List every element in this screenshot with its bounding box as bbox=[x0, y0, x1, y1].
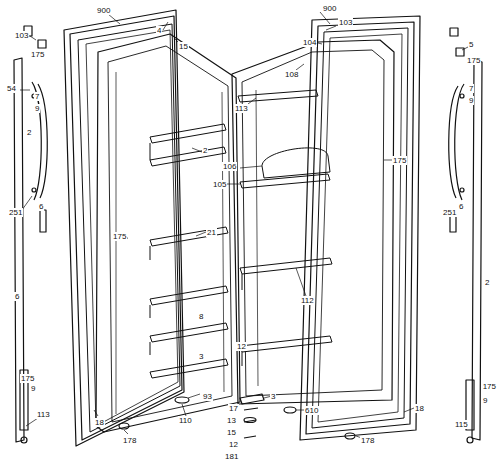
callout-number: 610 bbox=[304, 406, 319, 415]
callout-number: 104 bbox=[302, 38, 317, 47]
callout-number: 93 bbox=[202, 392, 213, 401]
callout-number: 113 bbox=[234, 104, 249, 113]
callout-number: 900 bbox=[322, 4, 337, 13]
callout-number: 17 bbox=[228, 404, 239, 413]
callout-number: 112 bbox=[300, 296, 315, 305]
callout-number: 3 bbox=[198, 352, 204, 361]
callout-number: 105 bbox=[212, 180, 227, 189]
callout-number: 12 bbox=[236, 342, 247, 351]
callout-number: 175 bbox=[20, 374, 35, 383]
callout-number: 103 bbox=[14, 31, 29, 40]
callout-number: 2 bbox=[484, 278, 490, 287]
callout-number: 106 bbox=[222, 162, 237, 171]
callout-number: 7 bbox=[34, 92, 40, 101]
callout-number: 251 bbox=[442, 208, 457, 217]
callout-number: 175 bbox=[30, 50, 45, 59]
callout-number: 7 bbox=[468, 84, 474, 93]
callout-number: 6 bbox=[38, 202, 44, 211]
callout-number: 2 bbox=[26, 128, 32, 137]
callout-number: 8 bbox=[198, 312, 204, 321]
callout-number: 4 bbox=[156, 26, 162, 35]
callout-number: 115 bbox=[454, 420, 469, 429]
callout-number: 110 bbox=[178, 416, 193, 425]
callout-number: 12 bbox=[228, 440, 239, 449]
callout-number: 175 bbox=[482, 382, 497, 391]
callout-number: 103 bbox=[338, 18, 353, 27]
callout-number: 178 bbox=[360, 436, 375, 445]
callout-number: 251 bbox=[8, 208, 23, 217]
callout-number: 6 bbox=[458, 202, 464, 211]
callout-number: 3 bbox=[270, 392, 276, 401]
callout-number: 9 bbox=[30, 384, 36, 393]
callout-number: 21 bbox=[206, 228, 217, 237]
callout-number: 178 bbox=[122, 436, 137, 445]
callout-number: 2 bbox=[202, 146, 208, 155]
callout-number: 175 bbox=[466, 56, 481, 65]
callout-number: 9 bbox=[468, 96, 474, 105]
callout-number: 5 bbox=[468, 40, 474, 49]
callout-number: 54 bbox=[6, 84, 17, 93]
callout-number: 13 bbox=[226, 416, 237, 425]
callout-number: 175 bbox=[392, 156, 407, 165]
callout-number: 9 bbox=[482, 396, 488, 405]
callout-number: 9 bbox=[34, 104, 40, 113]
callout-number: 15 bbox=[226, 428, 237, 437]
callout-number: 6 bbox=[14, 292, 20, 301]
callout-number: 18 bbox=[94, 418, 105, 427]
callout-number: 113 bbox=[36, 410, 51, 419]
callout-number: 175 bbox=[112, 232, 127, 241]
callout-number: 181 bbox=[224, 452, 239, 461]
callout-number: 108 bbox=[284, 70, 299, 79]
callout-number: 15 bbox=[178, 42, 189, 51]
callout-number: 900 bbox=[96, 6, 111, 15]
callout-number: 18 bbox=[414, 404, 425, 413]
